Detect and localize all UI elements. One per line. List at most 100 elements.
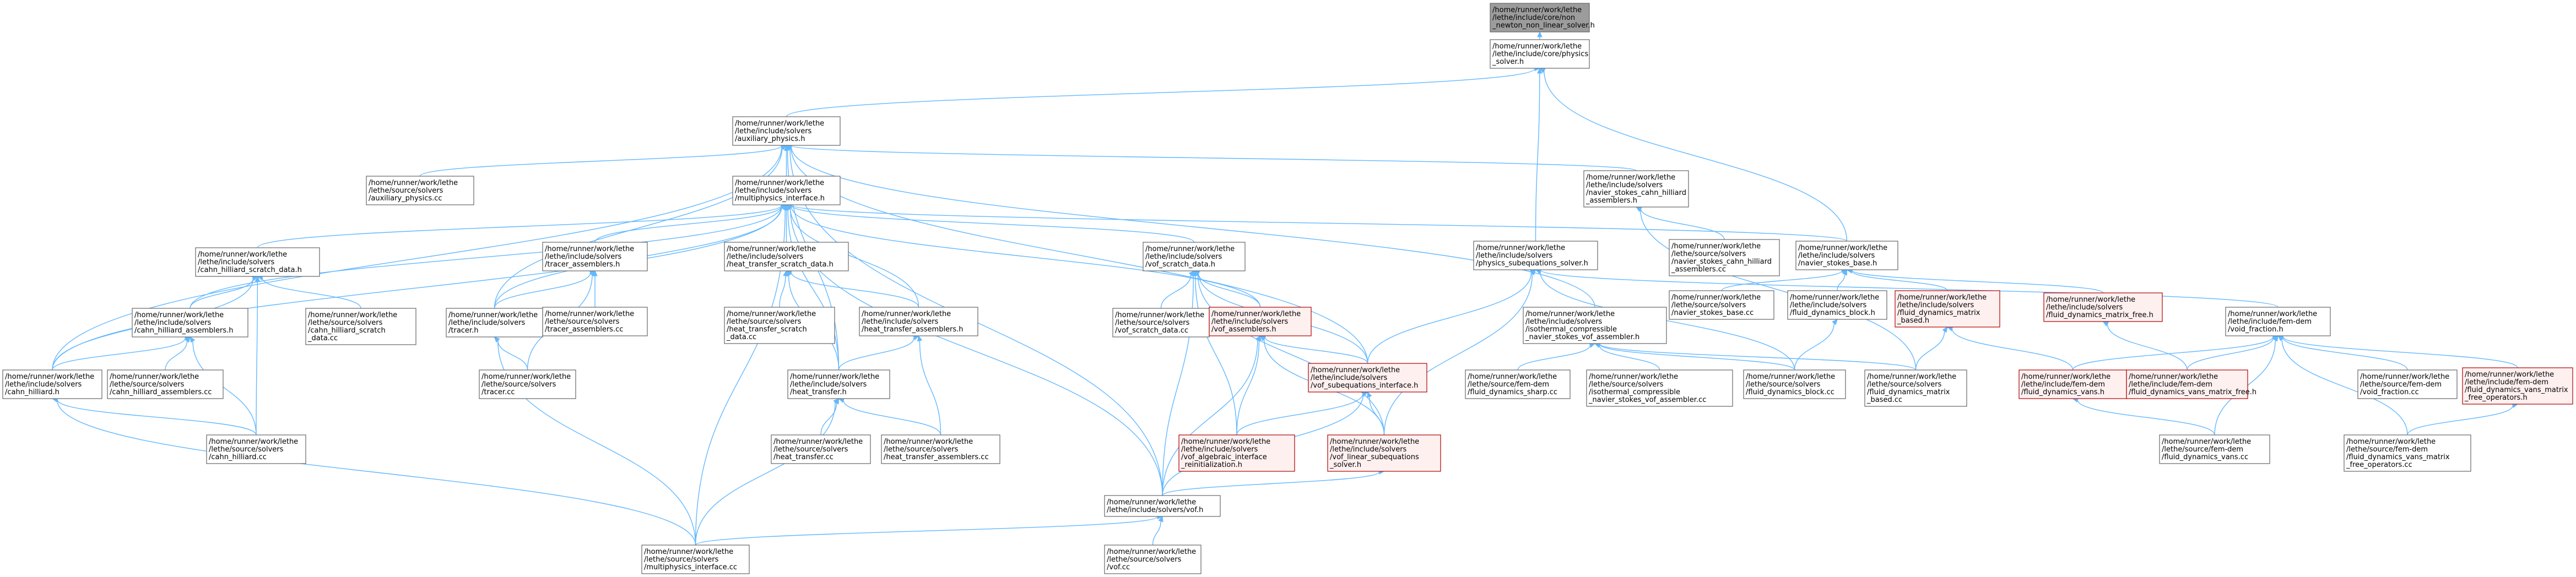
node-label-line: /home/runner/work/lethe	[308, 311, 397, 319]
node-box	[2357, 369, 2458, 399]
node-label-line: /heat_transfer.h	[790, 388, 847, 396]
file-node-fd-block-cc[interactable]: /home/runner/work/lethe/lethe/source/sol…	[1743, 369, 1846, 399]
file-node-ht-cc[interactable]: /home/runner/work/lethe/lethe/source/sol…	[771, 434, 871, 464]
file-node-fluid-dyn-matrix-h[interactable]: /home/runner/work/lethe/lethe/include/so…	[1895, 290, 2000, 328]
file-node-iso-vof-cc[interactable]: /home/runner/work/lethe/lethe/source/sol…	[1586, 369, 1733, 407]
node-label-line: /fluid_dynamics_sharp.cc	[1468, 388, 1557, 396]
file-node-fd-vans-h[interactable]: /home/runner/work/lethe/lethe/include/fe…	[2018, 369, 2127, 399]
node-label-line: /lethe/source/solvers	[1115, 319, 1190, 327]
node-label-line: /vof_linear_subequations	[1330, 453, 1419, 461]
node-box	[366, 176, 474, 205]
file-node-void-fraction-cc[interactable]: /home/runner/work/lethe/lethe/source/fem…	[2357, 369, 2458, 399]
file-node-vof-lin-h[interactable]: /home/runner/work/lethe/lethe/include/so…	[1327, 434, 1441, 472]
dependency-edge	[1946, 326, 2074, 371]
file-node-auxiliary-physics-h[interactable]: /home/runner/work/lethe/lethe/include/so…	[732, 116, 841, 146]
node-label-line: /lethe/include/solvers	[1798, 252, 1875, 260]
dependency-edge	[695, 398, 840, 546]
dependency-edge	[255, 275, 261, 436]
file-node-fd-matrix-cc[interactable]: /home/runner/work/lethe/lethe/source/sol…	[1864, 369, 1967, 407]
file-node-tracer-assemblers-h[interactable]: /home/runner/work/lethe/lethe/include/so…	[542, 242, 648, 271]
file-node-ns-cahn-cc[interactable]: /home/runner/work/lethe/lethe/source/sol…	[1669, 239, 1780, 276]
dependency-edge	[838, 335, 919, 371]
file-node-ns-base-cc[interactable]: /home/runner/work/lethe/lethe/source/sol…	[1669, 290, 1774, 320]
file-node-cahn-scratch-h[interactable]: /home/runner/work/lethe/lethe/include/so…	[195, 247, 320, 277]
file-node-physics-solver[interactable]: /home/runner/work/lethe/lethe/include/co…	[1490, 39, 1590, 69]
node-label-line: /lethe/source/solvers	[545, 318, 620, 326]
file-node-void-fraction-h[interactable]: /home/runner/work/lethe/lethe/include/fe…	[2225, 307, 2331, 336]
file-node-fd-vans-op-h[interactable]: /home/runner/work/lethe/lethe/include/fe…	[2462, 367, 2573, 405]
file-node-cahn-cc[interactable]: /home/runner/work/lethe/lethe/source/sol…	[206, 434, 306, 464]
dependency-edge	[2407, 402, 2519, 436]
file-node-fd-vans-op-cc[interactable]: /home/runner/work/lethe/lethe/source/fem…	[2344, 434, 2471, 472]
file-node-ht-scratch-cc[interactable]: /home/runner/work/lethe/lethe/source/sol…	[724, 307, 835, 344]
file-node-tracer-cc[interactable]: /home/runner/work/lethe/lethe/source/sol…	[479, 369, 576, 399]
node-label-line: /cahn_hilliard_assemblers.cc	[110, 388, 212, 396]
file-node-fd-sharp-cc[interactable]: /home/runner/work/lethe/lethe/source/fem…	[1465, 369, 1571, 399]
node-box	[1743, 369, 1846, 399]
file-node-ht-h[interactable]: /home/runner/work/lethe/lethe/include/so…	[787, 369, 890, 399]
file-node-cahn-h[interactable]: /home/runner/work/lethe/lethe/include/so…	[2, 369, 102, 399]
node-label-line: /home/runner/work/lethe	[2465, 371, 2554, 379]
file-node-ns-base-h[interactable]: /home/runner/work/lethe/lethe/include/so…	[1795, 241, 1898, 270]
node-box	[479, 369, 576, 399]
file-node-ht-assemblers-h[interactable]: /home/runner/work/lethe/lethe/include/so…	[859, 307, 978, 336]
node-label-line: /fluid_dynamics_vans_matrix_free.h	[2129, 388, 2256, 396]
node-box	[1490, 3, 1590, 32]
node-label-line: _data.cc	[726, 333, 756, 341]
dependency-edge	[1535, 67, 1543, 242]
node-label-line: _navier_stokes_vof_assembler.h	[1525, 333, 1639, 341]
file-node-fluid-dyn-block-h[interactable]: /home/runner/work/lethe/lethe/include/so…	[1787, 290, 1887, 320]
file-node-cahn-scratch-cc[interactable]: /home/runner/work/lethe/lethe/source/sol…	[305, 308, 416, 345]
file-node-vof-alg-h[interactable]: /home/runner/work/lethe/lethe/include/so…	[1178, 434, 1295, 472]
node-box	[732, 176, 841, 205]
node-box	[859, 307, 978, 336]
node-box	[1178, 434, 1295, 472]
node-label-line: /home/runner/work/lethe	[2162, 438, 2251, 446]
node-box	[1104, 495, 1221, 517]
dependency-edge	[786, 269, 919, 308]
node-label-line: /lethe/include/solvers	[198, 258, 275, 266]
node-label-line: /home/runner/work/lethe	[1492, 6, 1582, 14]
node-label-line: /home/runner/work/lethe	[727, 245, 816, 253]
node-label-line: /navier_stokes_base.cc	[1671, 309, 1754, 317]
node-label-line: /heat_transfer_scratch_data.h	[727, 260, 834, 269]
dependency-edge	[2187, 335, 2279, 371]
file-node-vof-scratch-h[interactable]: /home/runner/work/lethe/lethe/include/so…	[1143, 242, 1246, 271]
file-node-ht-scratch-h[interactable]: /home/runner/work/lethe/lethe/include/so…	[724, 242, 849, 271]
node-label-line: /vof_assemblers.h	[1211, 325, 1276, 334]
file-node-root[interactable]: /home/runner/work/lethe/lethe/include/co…	[1490, 3, 1595, 32]
node-box	[1473, 241, 1598, 270]
file-node-multiphysics-cc[interactable]: /home/runner/work/lethe/lethe/source/sol…	[641, 545, 750, 574]
file-node-vof-assemblers-h[interactable]: /home/runner/work/lethe/lethe/include/so…	[1209, 307, 1312, 336]
node-label-line: /lethe/include/fem-dem	[2228, 318, 2312, 326]
file-node-fd-vans-cc[interactable]: /home/runner/work/lethe/lethe/source/fem…	[2159, 434, 2270, 464]
node-label-line: /isothermal_compressible	[1525, 325, 1617, 334]
node-label-line: /home/runner/work/lethe	[1671, 242, 1761, 251]
node-label-line: /home/runner/work/lethe	[2021, 373, 2110, 381]
dependency-edge	[1635, 206, 1725, 240]
file-node-cahn-assemblers-cc[interactable]: /home/runner/work/lethe/lethe/source/sol…	[107, 369, 224, 399]
dependency-edge	[2102, 321, 2188, 371]
file-node-vof-scratch-cc[interactable]: /home/runner/work/lethe/lethe/source/sol…	[1112, 308, 1210, 338]
file-node-fd-vans-mf-h[interactable]: /home/runner/work/lethe/lethe/include/fe…	[2126, 369, 2256, 399]
node-label-line: /lethe/source/solvers	[727, 318, 802, 326]
file-node-tracer-assemblers-cc[interactable]: /home/runner/work/lethe/lethe/source/sol…	[542, 307, 648, 336]
file-node-tracer-h[interactable]: /home/runner/work/lethe/lethe/include/so…	[446, 308, 543, 338]
file-node-cahn-assemblers-h[interactable]: /home/runner/work/lethe/lethe/include/so…	[132, 308, 248, 338]
file-node-vof-sub-h[interactable]: /home/runner/work/lethe/lethe/include/so…	[1308, 363, 1427, 393]
file-node-iso-vof-h[interactable]: /home/runner/work/lethe/lethe/include/so…	[1523, 307, 1667, 344]
node-label-line: /lethe/include/solvers/vof.h	[1107, 506, 1203, 514]
file-node-ns-cahn-h[interactable]: /home/runner/work/lethe/lethe/include/so…	[1583, 170, 1689, 208]
file-node-auxiliary-physics-cc[interactable]: /home/runner/work/lethe/lethe/source/sol…	[366, 176, 474, 205]
dependency-edge	[1193, 270, 1237, 436]
file-node-physics-sub[interactable]: /home/runner/work/lethe/lethe/include/so…	[1473, 241, 1598, 270]
file-node-multiphysics-h[interactable]: /home/runner/work/lethe/lethe/include/so…	[732, 176, 841, 205]
file-node-ht-assemblers-cc[interactable]: /home/runner/work/lethe/lethe/source/sol…	[881, 434, 1000, 464]
dependency-edge	[2072, 397, 2215, 436]
node-box	[1583, 170, 1689, 208]
node-label-line: /auxiliary_physics.cc	[369, 194, 442, 203]
file-node-vof-h[interactable]: /home/runner/work/lethe/lethe/include/so…	[1104, 495, 1221, 517]
node-label-line: /lethe/source/solvers	[773, 445, 848, 454]
file-node-fluid-dyn-matrix-free-h[interactable]: /home/runner/work/lethe/lethe/include/so…	[2043, 292, 2163, 322]
file-node-vof-cc[interactable]: /home/runner/work/lethe/lethe/source/sol…	[1104, 545, 1202, 574]
